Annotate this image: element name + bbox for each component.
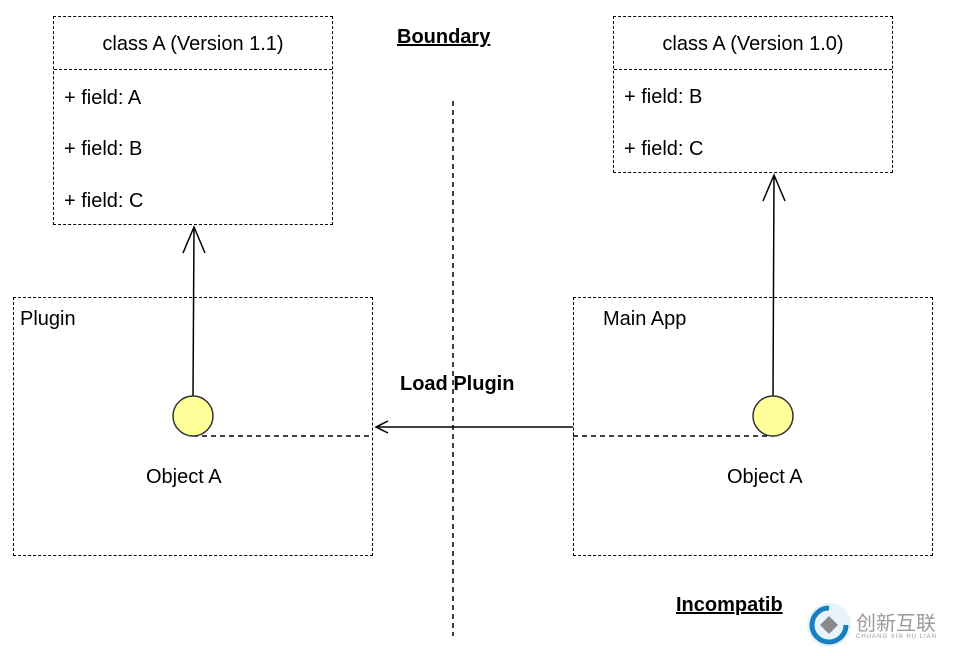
load-plugin-arrowhead-icon	[374, 420, 389, 434]
class-field: + field: C	[624, 138, 704, 160]
class-field: + field: B	[64, 138, 143, 160]
class-title-v1-0: class A (Version 1.0)	[662, 33, 844, 55]
main-app-label: Main App	[603, 308, 687, 330]
plugin-instance-arrowhead-icon	[182, 225, 206, 254]
class-divider	[614, 69, 892, 70]
class-box-v1-0: class A (Version 1.0) + field: B + field…	[613, 16, 893, 173]
class-divider	[54, 69, 332, 70]
main-app-container: Main App	[573, 297, 933, 556]
class-title-v1-1: class A (Version 1.1)	[102, 33, 284, 55]
main-app-instance-arrowhead-icon	[762, 173, 786, 202]
boundary-heading: Boundary	[397, 26, 491, 48]
load-plugin-label: Load Plugin	[400, 373, 515, 395]
class-field: + field: B	[624, 86, 703, 108]
class-box-v1-1: class A (Version 1.1) + field: A + field…	[53, 16, 333, 225]
class-field: + field: C	[64, 190, 144, 212]
main-app-object-label: Object A	[727, 466, 803, 488]
class-field: + field: A	[64, 87, 142, 109]
plugin-object-label: Object A	[146, 466, 222, 488]
plugin-container: Plugin	[13, 297, 373, 556]
watermark-subtext: CHUANG XIN HU LIAN	[856, 634, 938, 640]
plugin-label: Plugin	[20, 308, 76, 330]
incompatible-heading: Incompatib	[676, 594, 783, 616]
watermark-logo-icon	[807, 603, 851, 647]
watermark: 创新互联 CHUANG XIN HU LIAN	[804, 600, 954, 650]
watermark-text: 创新互联	[856, 611, 936, 635]
